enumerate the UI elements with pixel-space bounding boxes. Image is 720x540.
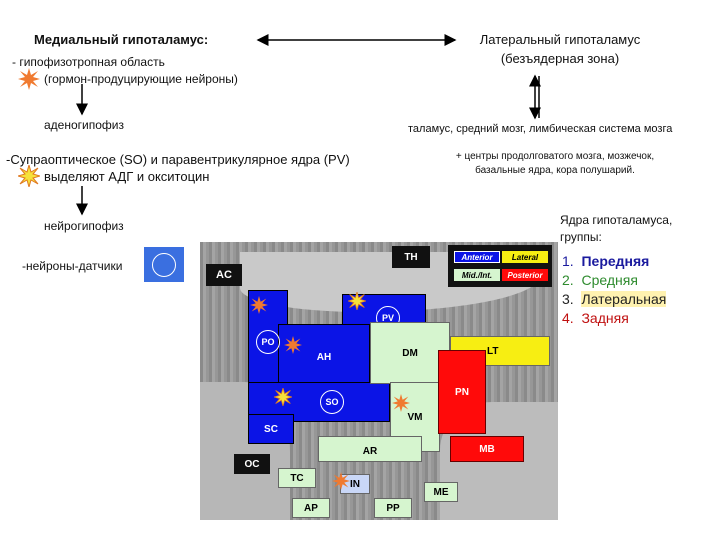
sensor-circle-icon [152,253,176,277]
legend-posterior: Posterior [502,269,548,281]
groups-title-1: Ядра гипоталамуса, [560,213,673,227]
nucleus-ac: AC [206,264,242,286]
adh-text: выделяют АДГ и окситоцин [44,169,210,184]
legend-lateral: Lateral [502,251,548,263]
nucleus-so-label: SO [320,390,344,414]
group-item: 1. Передняя [562,253,650,269]
nucleus-dm: DM [370,322,450,384]
nucleus-th: TH [392,246,430,268]
neuron-burst-icon [284,336,302,354]
neuron-burst-icon [348,292,366,310]
legend-mid: Mid./Int. [454,269,500,281]
group-item: 2. Средняя [562,272,638,288]
nucleus-tc: TC [278,468,316,488]
centers-line-2: базальные ядра, кора полушарий. [475,165,635,176]
connections-text: таламус, средний мозг, лимбическая систе… [408,123,673,135]
neuron-burst-icon [18,165,40,187]
nucleus-ah: AH [278,324,370,384]
neuron-burst-icon [250,296,268,314]
centers-line-1: + центры продолговатого мозга, мозжечок, [455,151,655,162]
group-item: 4. Задняя [562,310,629,326]
nucleus-ar: AR [318,436,422,462]
lateral-subtitle: (безъядерная зона) [500,51,620,66]
neuron-burst-icon [18,68,40,90]
sensor-swatch [144,247,184,282]
so-pv-text: -Супраоптическое (SO) и паравентрикулярн… [6,152,350,167]
groups-title-2: группы: [560,230,602,244]
adenohypophysis-label: аденогипофиз [44,118,124,132]
nucleus-oc: OC [234,454,270,474]
legend-anterior: Anterior [454,251,500,263]
lateral-title: Латеральный гипоталамус [479,32,641,47]
nucleus-po-label: PO [256,330,280,354]
medial-title: Медиальный гипоталамус: [34,32,209,47]
nucleus-mb: MB [450,436,524,462]
nucleus-sc: SC [248,414,294,444]
hormone-neurons-text: (гормон-продуцирующие нейроны) [44,72,238,86]
neuron-burst-icon [392,394,410,412]
group-item: 3. Латеральная [562,291,667,307]
sensor-neurons-text: -нейроны-датчики [22,259,123,273]
nucleus-pn: PN [438,350,486,434]
nucleus-me: ME [424,482,458,502]
nucleus-ap: AP [292,498,330,518]
hypophysiotropic-text: - гипофизотропная область [12,55,165,69]
hypothalamus-diagram: Anterior Lateral Mid./Int. Posterior TH … [200,242,558,520]
neurohypophysis-label: нейрогипофиз [44,219,124,233]
neuron-burst-icon [274,388,292,406]
groups-list: 1. Передняя 2. Средняя 3. Латеральная 4.… [562,252,667,328]
nucleus-pp: PP [374,498,412,518]
neuron-burst-icon [332,472,350,490]
